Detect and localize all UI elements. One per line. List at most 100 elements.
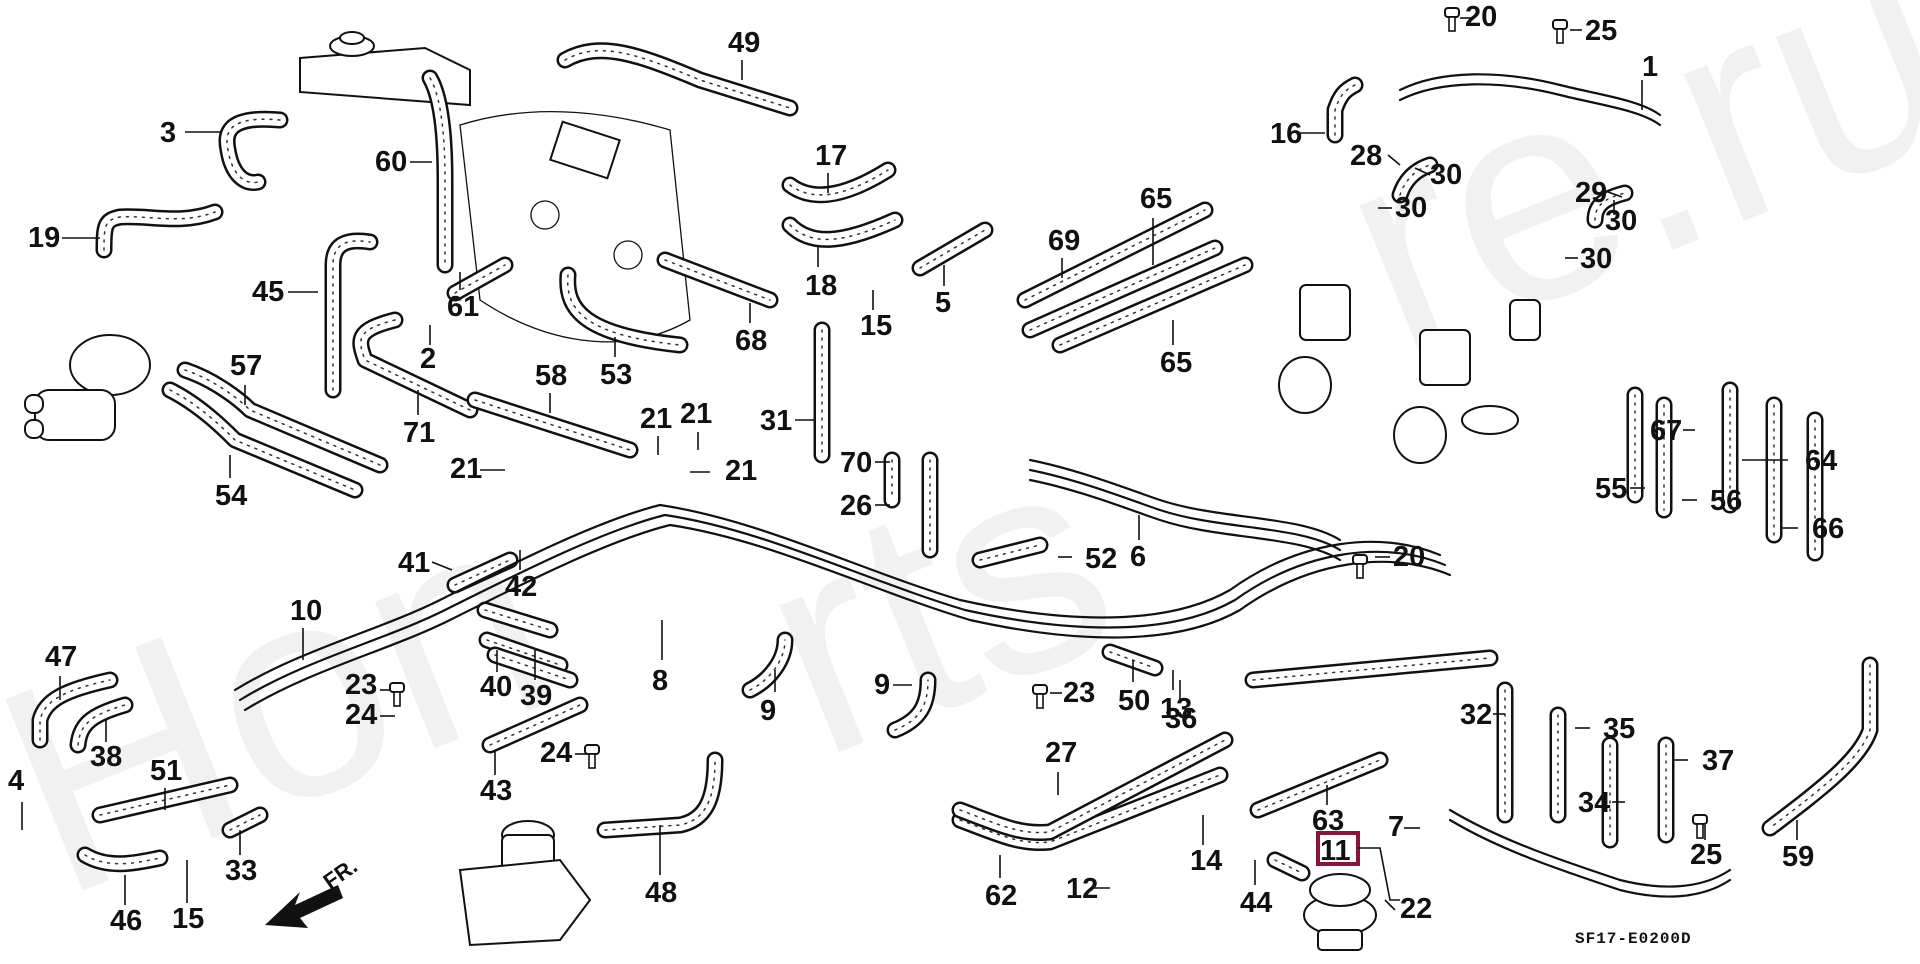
air-control-valve (458, 820, 592, 947)
callout-part-58[interactable]: 58 (535, 360, 567, 392)
control-box-panel (459, 110, 691, 343)
callout-part-55[interactable]: 55 (1595, 473, 1627, 505)
callout-part-65b[interactable]: 65 (1160, 347, 1192, 379)
callout-part-34[interactable]: 34 (1578, 787, 1610, 819)
callout-part-25a[interactable]: 25 (1585, 15, 1617, 47)
callout-part-6[interactable]: 6 (1130, 541, 1146, 573)
tube-harness (233, 73, 1732, 898)
callout-part-9b[interactable]: 9 (874, 669, 890, 701)
callout-part-52[interactable]: 52 (1085, 543, 1117, 575)
callout-part-37[interactable]: 37 (1702, 745, 1734, 777)
callout-part-42[interactable]: 42 (505, 571, 537, 603)
callout-part-14[interactable]: 14 (1190, 845, 1222, 877)
callout-part-69[interactable]: 69 (1048, 225, 1080, 257)
callout-part-21d[interactable]: 21 (725, 455, 757, 487)
callout-part-20b[interactable]: 20 (1393, 541, 1425, 573)
callout-part-29[interactable]: 29 (1575, 177, 1607, 209)
callout-part-46[interactable]: 46 (110, 905, 142, 937)
callout-part-30a[interactable]: 30 (1430, 159, 1462, 191)
callout-part-13[interactable]: 13 (1160, 693, 1192, 725)
callout-part-21a[interactable]: 21 (450, 453, 482, 485)
egr-valve (1303, 873, 1377, 951)
callout-part-35[interactable]: 35 (1603, 713, 1635, 745)
callout-part-21c[interactable]: 21 (680, 398, 712, 430)
callout-part-26[interactable]: 26 (840, 490, 872, 522)
callout-part-21b[interactable]: 21 (640, 403, 672, 435)
callout-part-23a[interactable]: 23 (345, 669, 377, 701)
callout-part-36[interactable]: 36 (1165, 703, 1197, 735)
hose-43 (481, 696, 589, 754)
callout-part-24a[interactable]: 24 (345, 699, 377, 731)
callout-part-17[interactable]: 17 (815, 140, 847, 172)
callout-part-31[interactable]: 31 (760, 405, 792, 437)
callout-part-30d[interactable]: 30 (1580, 243, 1612, 275)
hose-16 (1326, 76, 1364, 144)
callout-part-63[interactable]: 63 (1312, 805, 1344, 837)
callout-part-59[interactable]: 59 (1782, 841, 1814, 873)
callout-part-8[interactable]: 8 (652, 665, 668, 697)
callout-part-57[interactable]: 57 (230, 350, 262, 382)
callout-labels[interactable]: 1234567899101112131415151617181920202121… (8, 1, 1844, 937)
callout-part-50[interactable]: 50 (1118, 685, 1150, 717)
callout-part-48[interactable]: 48 (645, 877, 677, 909)
callout-part-62[interactable]: 62 (985, 880, 1017, 912)
hose-45 (324, 232, 379, 399)
hose-19 (95, 203, 224, 259)
callout-part-70[interactable]: 70 (840, 447, 872, 479)
callout-part-41[interactable]: 41 (398, 547, 430, 579)
callout-part-45[interactable]: 45 (252, 276, 284, 308)
callout-part-10[interactable]: 10 (290, 595, 322, 627)
callout-part-68[interactable]: 68 (735, 325, 767, 357)
callout-part-61[interactable]: 61 (447, 291, 479, 323)
callout-part-33[interactable]: 33 (225, 855, 257, 887)
callout-part-20a[interactable]: 20 (1465, 1, 1497, 33)
callout-part-60[interactable]: 60 (375, 146, 407, 178)
callout-part-9a[interactable]: 9 (760, 695, 776, 727)
callout-part-30c[interactable]: 30 (1605, 205, 1637, 237)
hose-29 (1586, 184, 1634, 229)
callout-part-56[interactable]: 56 (1710, 485, 1742, 517)
callout-part-24b[interactable]: 24 (540, 737, 572, 769)
callout-part-67[interactable]: 67 (1650, 415, 1682, 447)
callout-part-44[interactable]: 44 (1240, 887, 1272, 919)
callout-part-4[interactable]: 4 (8, 765, 24, 797)
hose-69 (1016, 201, 1214, 309)
callout-part-19[interactable]: 19 (28, 222, 60, 254)
hose-3 (218, 110, 289, 191)
callout-part-7[interactable]: 7 (1388, 811, 1404, 843)
callout-part-38[interactable]: 38 (90, 741, 122, 773)
callout-part-54[interactable]: 54 (215, 480, 247, 512)
callout-part-1[interactable]: 1 (1642, 51, 1658, 83)
callout-part-30b[interactable]: 30 (1395, 192, 1427, 224)
callout-part-51[interactable]: 51 (150, 755, 182, 787)
callout-part-66[interactable]: 66 (1812, 513, 1844, 545)
hose-47 (31, 671, 119, 749)
callout-part-39[interactable]: 39 (520, 680, 552, 712)
callout-part-15b[interactable]: 15 (172, 903, 204, 935)
callout-part-11[interactable]: 11 (1320, 835, 1351, 867)
callout-part-49[interactable]: 49 (728, 27, 760, 59)
callout-part-65a[interactable]: 65 (1140, 183, 1172, 215)
callout-part-3[interactable]: 3 (160, 117, 176, 149)
callout-part-32[interactable]: 32 (1460, 699, 1492, 731)
callout-part-16[interactable]: 16 (1270, 118, 1302, 150)
callout-part-2[interactable]: 2 (420, 343, 436, 375)
leader-line-29 (1607, 191, 1623, 198)
callout-part-64[interactable]: 64 (1805, 445, 1837, 477)
callout-part-18[interactable]: 18 (805, 270, 837, 302)
callout-part-23b[interactable]: 23 (1063, 677, 1095, 709)
hose-39 (486, 646, 579, 689)
callout-part-28[interactable]: 28 (1350, 140, 1382, 172)
callout-part-40[interactable]: 40 (480, 671, 512, 703)
leader-line-41 (431, 561, 453, 571)
callout-part-12[interactable]: 12 (1066, 873, 1098, 905)
callout-part-22[interactable]: 22 (1400, 893, 1432, 925)
callout-part-43[interactable]: 43 (480, 775, 512, 807)
callout-part-27[interactable]: 27 (1045, 737, 1077, 769)
callout-part-5[interactable]: 5 (935, 287, 951, 319)
callout-part-47[interactable]: 47 (45, 641, 77, 673)
callout-part-71[interactable]: 71 (403, 417, 435, 449)
callout-part-15a[interactable]: 15 (860, 310, 892, 342)
callout-part-25b[interactable]: 25 (1690, 839, 1722, 871)
callout-part-53[interactable]: 53 (600, 359, 632, 391)
